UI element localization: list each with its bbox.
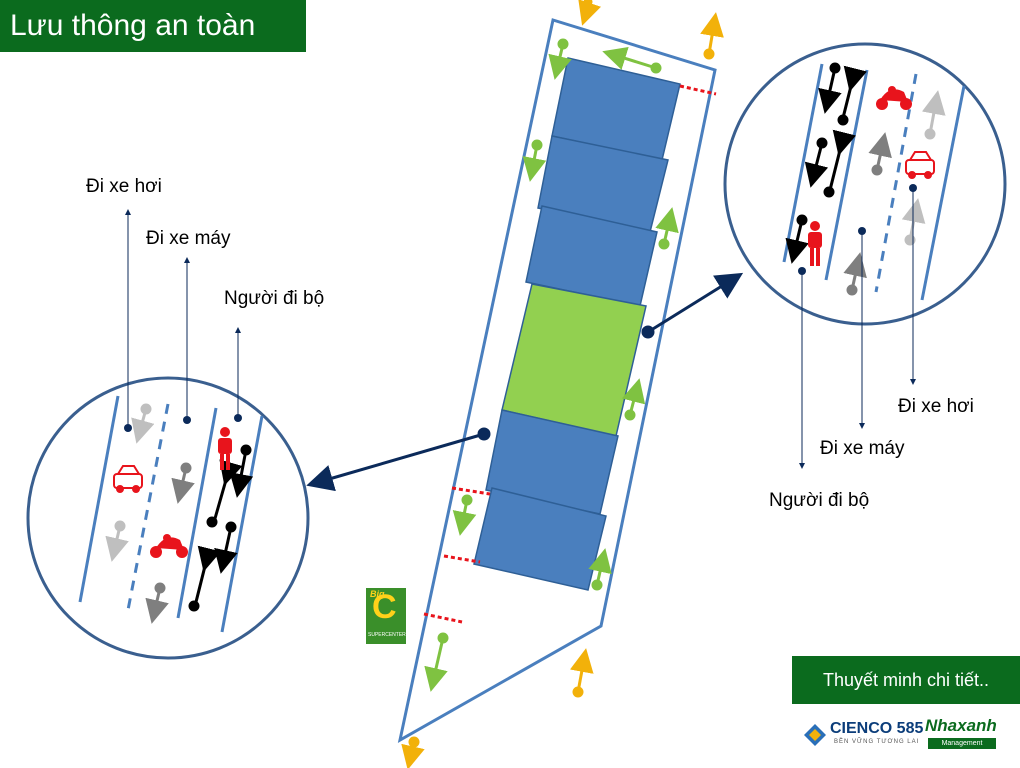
detail-button[interactable]: Thuyết minh chi tiết.. bbox=[792, 656, 1020, 704]
label-right-motorbike: Đi xe máy bbox=[820, 438, 905, 459]
right-callout-leaders bbox=[799, 188, 916, 469]
cienco-tagline: BỀN VỮNG TƯƠNG LAI bbox=[834, 739, 920, 745]
motorbike-icon bbox=[150, 534, 188, 558]
label-left-car: Đi xe hơi bbox=[86, 176, 162, 197]
car-icon bbox=[905, 151, 935, 179]
car-icon bbox=[113, 465, 143, 493]
zoom-circle-right bbox=[723, 42, 1007, 326]
building-blocks bbox=[473, 57, 681, 591]
zoom-circle-left bbox=[26, 376, 310, 660]
nhaxanh-logo: Nhaxanh bbox=[925, 716, 997, 735]
zoom-connectors bbox=[306, 272, 744, 492]
bigc-logo-sub: SUPERCENTER bbox=[368, 632, 406, 638]
motorbike-icon bbox=[876, 86, 912, 110]
label-left-pedestrian: Người đi bộ bbox=[224, 288, 325, 309]
site-green-arrows bbox=[424, 38, 679, 692]
label-left-motorbike: Đi xe máy bbox=[146, 228, 231, 249]
nhaxanh-logo-sub: Management bbox=[928, 738, 996, 749]
site-yellow-arrows bbox=[401, 0, 724, 768]
cienco-logo: CIENCO 585 bbox=[830, 720, 924, 737]
building-block bbox=[473, 487, 607, 591]
left-callout-leaders bbox=[125, 209, 241, 428]
label-right-car: Đi xe hơi bbox=[898, 396, 974, 417]
site-outline bbox=[397, 18, 717, 743]
crossing-markers bbox=[423, 84, 717, 624]
pedestrian-icon bbox=[808, 221, 822, 266]
bigc-logo bbox=[366, 588, 406, 644]
bigc-logo-word: Big bbox=[370, 589, 385, 599]
bigc-logo-letter: C bbox=[372, 588, 397, 626]
pedestrian-icon bbox=[218, 427, 232, 470]
cienco-logo-icon bbox=[804, 724, 826, 746]
building-block-green bbox=[501, 283, 647, 437]
label-right-pedestrian: Người đi bộ bbox=[769, 490, 870, 511]
page-title: Lưu thông an toàn bbox=[0, 0, 306, 52]
